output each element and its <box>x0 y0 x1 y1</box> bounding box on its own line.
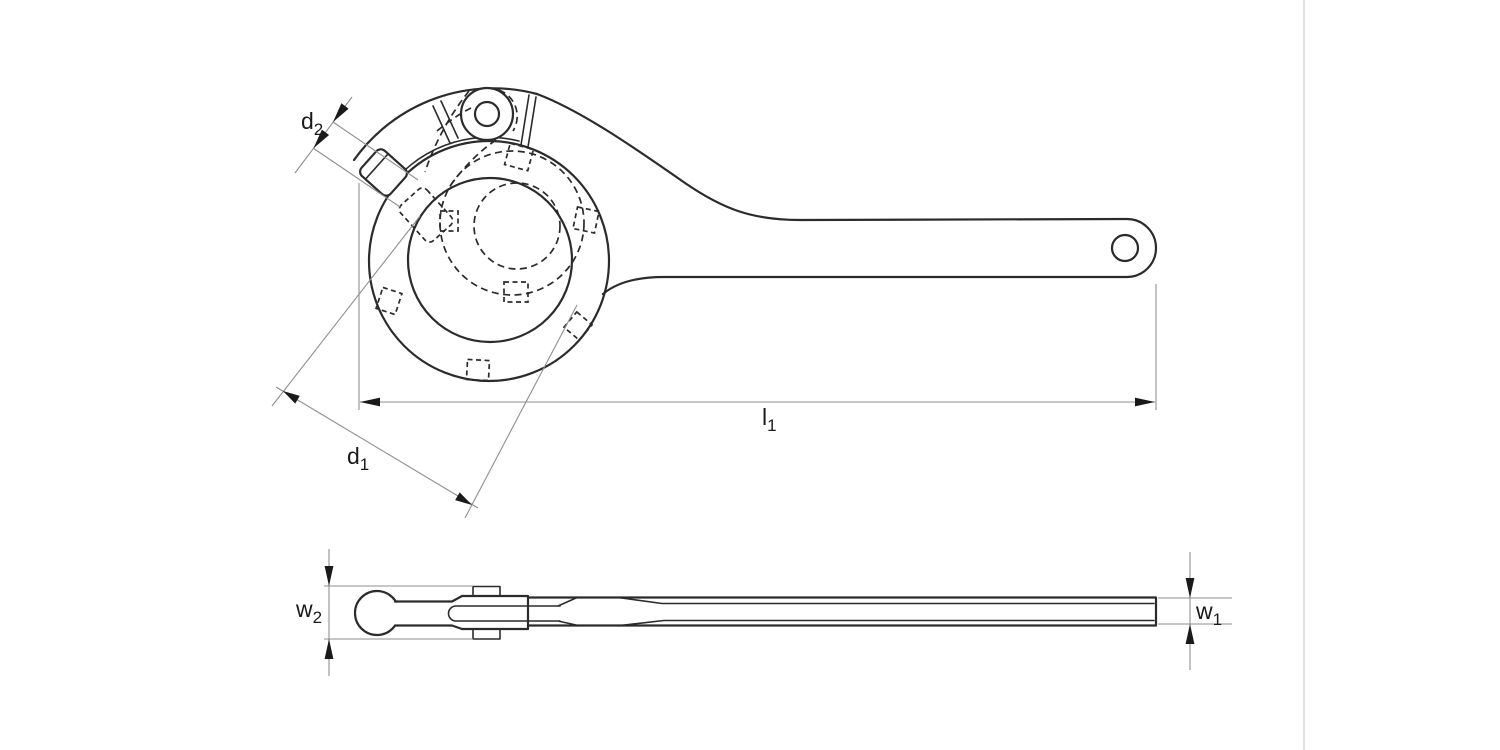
w2-arrow <box>324 639 334 659</box>
hook-arm-outer-edge <box>352 87 539 162</box>
d1-label: d1 <box>347 443 369 474</box>
d2-label: d2 <box>301 108 323 139</box>
d1-dimension-lines <box>271 215 578 519</box>
side-view <box>353 585 1158 640</box>
l1-arrow <box>1135 397 1155 407</box>
w1-dimension-lines <box>1158 552 1232 670</box>
dashed-circle-large <box>439 150 585 296</box>
dashed-circle-small <box>473 182 561 270</box>
pin-square <box>571 205 601 235</box>
d2-arrow <box>333 103 349 122</box>
arm-end-slot <box>520 94 537 148</box>
w2-arrow <box>324 566 334 586</box>
d1-arrow <box>283 391 300 404</box>
handle-bar-outline <box>526 596 1158 627</box>
pivot-pin-hole <box>473 100 501 128</box>
fork-outline <box>460 594 530 631</box>
w1-arrow <box>1185 624 1195 644</box>
pivot-block <box>472 585 501 640</box>
w1-arrow <box>1185 578 1195 598</box>
alt-hook-tooth-dashed <box>398 187 454 243</box>
pin-square <box>465 358 491 382</box>
alt-band-dashed <box>436 107 472 132</box>
w1-label: w1 <box>1195 598 1222 629</box>
pin-square <box>503 281 529 303</box>
pin-square <box>439 210 459 232</box>
d1-arrow <box>455 492 472 505</box>
l1-arrow <box>360 397 380 407</box>
w2-label: w2 <box>295 596 322 627</box>
hook-tooth <box>359 148 408 197</box>
pin-square <box>562 310 594 342</box>
handle-tongue <box>447 597 577 626</box>
neck-outline <box>393 594 464 631</box>
pin-square <box>503 142 535 172</box>
hook-tooth-body <box>359 148 408 197</box>
alt-arm-outer-dashed <box>424 90 470 173</box>
hook-tooth-edge-line <box>364 153 389 180</box>
dimension-d1: d1 <box>271 215 578 519</box>
d2-arrow <box>313 129 330 149</box>
dimension-d2: d2 <box>294 96 419 208</box>
dimension-w2: w2 <box>295 549 473 676</box>
l1-dimension-lines <box>358 183 1157 410</box>
neck-mask <box>390 602 454 626</box>
alt-boss-dashed <box>498 89 519 132</box>
head-inner-bore <box>406 176 574 344</box>
arm-adjustment-slot <box>432 100 459 144</box>
dimension-w1: w1 <box>1158 552 1232 670</box>
l1-label: l1 <box>762 404 777 435</box>
dimension-l1: l1 <box>358 183 1157 435</box>
handle-hang-hole <box>1110 233 1140 263</box>
handle-bar-chamfer-lines <box>617 596 1155 627</box>
top-view <box>352 86 1158 383</box>
pivot-boss <box>459 86 515 142</box>
handle-outline <box>535 92 1158 296</box>
alt-arm-inner-dashed <box>447 139 497 190</box>
